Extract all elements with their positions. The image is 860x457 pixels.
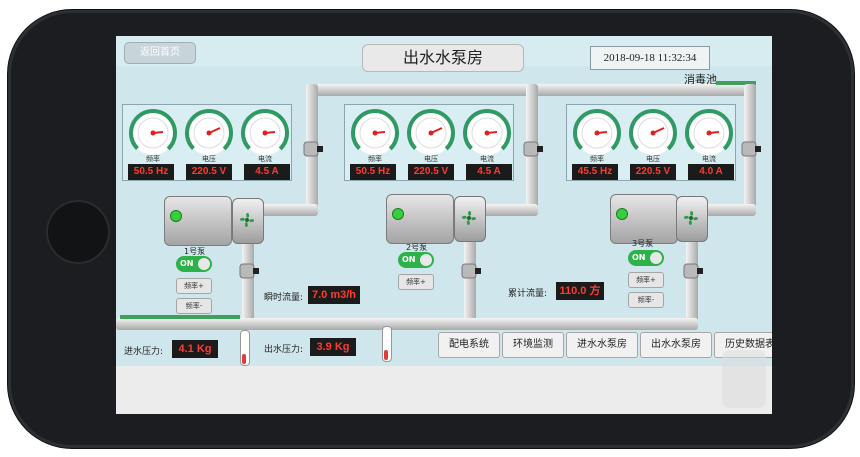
pump2-gauge-label: 电流 (480, 155, 494, 163)
outlet-pressure-gauge-icon (382, 326, 392, 362)
hmi-screen: 返回首页 出水水泵房 2018-09-18 11:32:34 消毒池 频率 电压 电… (116, 36, 772, 414)
pump3-on-switch[interactable]: ON (628, 250, 664, 266)
pump1-gauge-frequency (129, 109, 177, 157)
back-home-button[interactable]: 返回首页 (124, 42, 196, 64)
flow-arrow (716, 81, 756, 85)
pump1-gauge-voltage (185, 109, 233, 157)
pump3-voltage-readout: 220.5 V (630, 164, 676, 180)
pump2-label: 2号泵 (406, 243, 428, 252)
page-title: 出水水泵房 (362, 44, 524, 72)
inlet-pressure-readout: 4.1 Kg (172, 340, 218, 358)
pump1-voltage-readout: 220.5 V (186, 164, 232, 180)
pump2-gauge-current (463, 109, 512, 157)
pump2-frequency-readout: 50.5 Hz (350, 164, 396, 180)
inlet-valve-1-icon[interactable] (238, 258, 260, 284)
pump-link-pipe-1 (246, 204, 318, 216)
inlet-valve-2-icon[interactable] (460, 258, 482, 284)
pump1-status-led (170, 210, 182, 222)
home-button[interactable] (46, 200, 110, 264)
pump1-current-readout: 4.5 A (244, 164, 290, 180)
pump2-gauge-frequency (351, 109, 399, 157)
pump2-gauge-label: 电压 (424, 155, 438, 163)
pump3-fan-icon (683, 210, 699, 226)
pump1-switch-text: ON (180, 259, 194, 268)
outlet-valve-2-icon[interactable] (522, 136, 544, 162)
pump3-label: 3号泵 (632, 239, 654, 248)
outlet-pressure-label: 出水压力: (264, 345, 304, 355)
pump1-freq-up-button[interactable]: 频率+ (176, 278, 212, 294)
pump1-label: 1号泵 (184, 247, 206, 256)
pump2-fan-icon (461, 210, 477, 226)
pump2-on-switch[interactable]: ON (398, 252, 434, 268)
screen-bottom-area (116, 366, 772, 414)
pump3-freq-up-button[interactable]: 频率+ (628, 272, 664, 288)
pump2-current-readout: 4.5 A (466, 164, 512, 180)
assistive-touch-overlay[interactable] (722, 350, 766, 408)
pump3-freq-down-button[interactable]: 频率- (628, 292, 664, 308)
pump1-gauge-label: 频率 (146, 155, 160, 163)
switch-knob (420, 254, 432, 266)
pump3-gauge-current (685, 109, 733, 157)
pump1-gauge-label: 电压 (202, 155, 216, 163)
bottom-nav: 配电系统 环境监测 进水水泵房 出水水泵房 历史数据表 (438, 332, 772, 358)
pump3-gauge-frequency (573, 109, 621, 157)
pump3-gauge-voltage (629, 109, 677, 157)
nav-inlet-pump-room[interactable]: 进水水泵房 (566, 332, 638, 358)
pump1-gauge-current (241, 109, 289, 157)
pump2-gauge-voltage (407, 109, 455, 157)
outlet-pressure-readout: 3.9 Kg (310, 338, 356, 356)
pump1-freq-down-button[interactable]: 频率- (176, 298, 212, 314)
pump1-frequency-readout: 50.5 Hz (128, 164, 174, 180)
outlet-valve-1-icon[interactable] (302, 136, 324, 162)
pump2-freq-up-button[interactable]: 频率+ (398, 274, 434, 290)
total-flow-label: 累计流量: (508, 289, 548, 299)
pump1-on-switch[interactable]: ON (176, 256, 212, 272)
pump3-switch-text: ON (632, 253, 646, 262)
pump3-gauge-label: 电压 (646, 155, 660, 163)
pump3-current-readout: 4.0 A (688, 164, 734, 180)
nav-environment-monitoring[interactable]: 环境监测 (502, 332, 564, 358)
outlet-valve-3-icon[interactable] (740, 136, 762, 162)
pump3-gauge-label: 频率 (590, 155, 604, 163)
nav-outlet-pump-room[interactable]: 出水水泵房 (640, 332, 712, 358)
pump2-switch-text: ON (402, 255, 416, 264)
switch-knob (198, 258, 210, 270)
instant-flow-readout: 7.0 m3/h (308, 286, 360, 304)
pump2-status-led (392, 208, 404, 220)
inlet-valve-3-icon[interactable] (682, 258, 704, 284)
nav-power-distribution[interactable]: 配电系统 (438, 332, 500, 358)
pump3-frequency-readout: 45.5 Hz (572, 164, 618, 180)
inlet-pressure-gauge-icon (240, 330, 250, 366)
inlet-main-pipe (116, 318, 698, 330)
inlet-flow-arrow (120, 315, 240, 319)
pump1-gauge-label: 电流 (258, 155, 272, 163)
datetime-display: 2018-09-18 11:32:34 (590, 46, 710, 70)
tank-label: 消毒池 (684, 73, 717, 86)
switch-knob (650, 252, 662, 264)
pump2-voltage-readout: 220.5 V (408, 164, 454, 180)
pump2-gauge-label: 频率 (368, 155, 382, 163)
inlet-pressure-label: 进水压力: (124, 347, 164, 357)
pump1-fan-icon (239, 212, 255, 228)
instant-flow-label: 瞬时流量: (264, 293, 304, 303)
pump3-status-led (616, 208, 628, 220)
total-flow-readout: 110.0 方 (556, 282, 604, 300)
pump3-gauge-label: 电流 (702, 155, 716, 163)
